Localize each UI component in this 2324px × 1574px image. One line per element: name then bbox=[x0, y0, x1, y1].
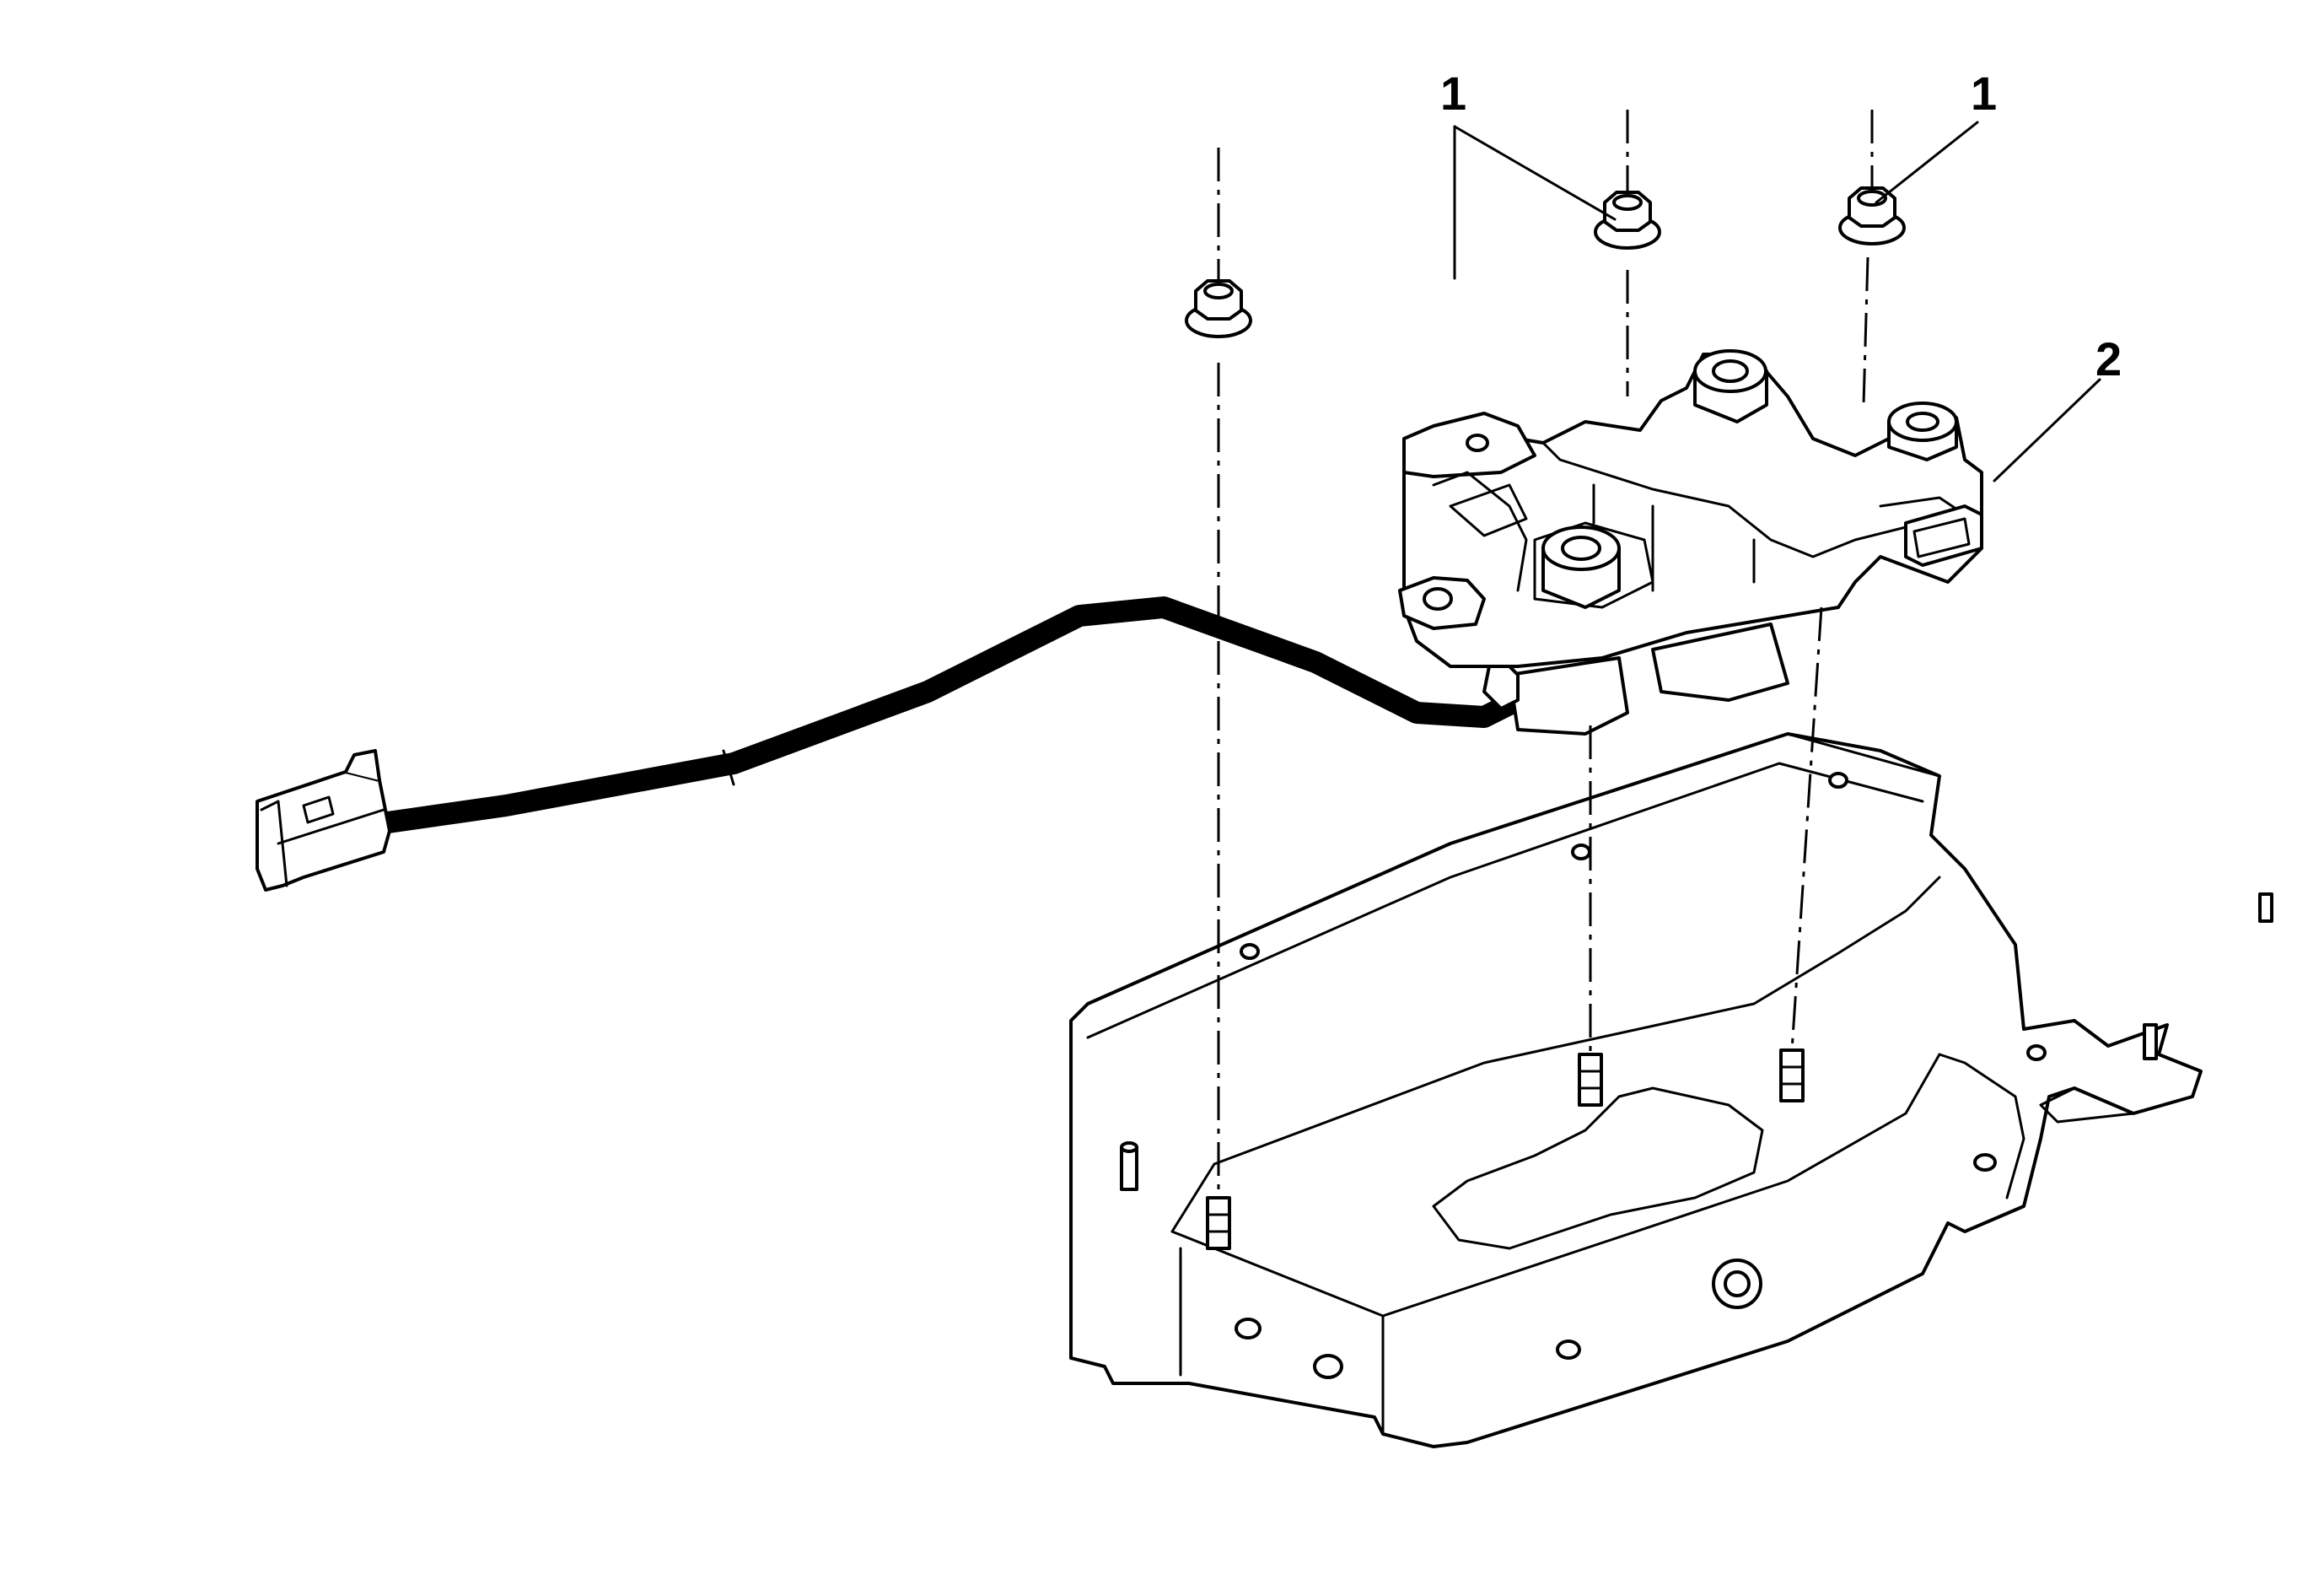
bracket-boss bbox=[1541, 526, 1621, 609]
mounting-stud-left bbox=[1206, 1196, 1231, 1250]
plate-hole bbox=[1556, 1340, 1581, 1360]
locating-pin bbox=[2258, 892, 2273, 923]
flange-nut-center bbox=[1594, 191, 1661, 250]
bracket-boss bbox=[1693, 349, 1768, 423]
mounting-stud-center bbox=[1578, 1053, 1603, 1107]
flange-nut-left bbox=[1185, 279, 1252, 338]
plate-hole bbox=[1828, 772, 1848, 789]
callout-leaders bbox=[1453, 121, 2101, 482]
plate-hole bbox=[1313, 1354, 1343, 1379]
plate-boss-hole bbox=[1724, 1270, 1751, 1297]
sensor-bracket bbox=[1398, 349, 1983, 736]
mounting-stud-right bbox=[1779, 1048, 1805, 1102]
locating-pin bbox=[2143, 1023, 2158, 1060]
wiring-harness bbox=[288, 596, 1529, 846]
installation-centerlines bbox=[1217, 110, 1874, 1198]
flange-nut-right bbox=[1838, 186, 1906, 245]
harness-connector bbox=[256, 749, 391, 892]
plate-hole bbox=[2026, 1044, 2047, 1061]
plate-hole bbox=[1235, 1318, 1262, 1340]
mounting-plate bbox=[1069, 732, 2273, 1448]
callout-2-bracket: 2 bbox=[2095, 332, 2122, 385]
plate-hole bbox=[1240, 943, 1260, 960]
callout-1-nuts-left: 1 bbox=[1440, 67, 1466, 120]
bracket-boss bbox=[1887, 402, 1958, 461]
plate-hole bbox=[1973, 1153, 1997, 1172]
plate-hole bbox=[1571, 844, 1591, 860]
callout-1-nut-right: 1 bbox=[1971, 67, 1997, 120]
locating-pin bbox=[1120, 1145, 1138, 1191]
